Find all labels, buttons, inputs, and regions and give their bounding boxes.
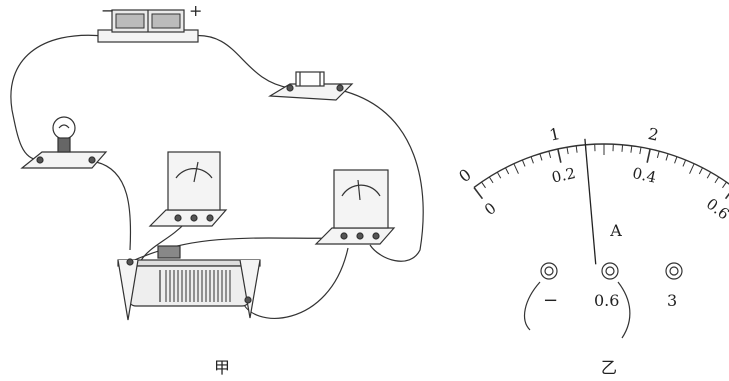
wire-battery-to-switch <box>189 34 291 89</box>
dial-tick <box>575 145 578 153</box>
dial-tick <box>714 176 720 184</box>
switch <box>268 71 354 101</box>
caption-right: 乙 <box>601 358 618 377</box>
wire-lamp-to-rheostat <box>95 161 132 251</box>
wire-switch-to-ammeter <box>339 89 424 262</box>
dial-outer-scale-label: 0 <box>455 165 475 186</box>
dial-inner-scale-label: 0.2 <box>550 164 577 187</box>
voltmeter <box>148 151 228 227</box>
wire-rheostat-to-switch-arc <box>129 237 351 263</box>
wire-rheostat-to-ammeter <box>241 247 349 319</box>
dial-tick <box>698 167 703 175</box>
dial-tick <box>557 148 562 163</box>
wire-voltmeter-to-rheostat <box>139 221 187 263</box>
wire-battery-to-lamp <box>10 34 105 161</box>
dial-tick <box>505 167 510 175</box>
dial-tick <box>521 159 526 167</box>
dial-tick <box>639 147 642 155</box>
dial-tick <box>646 148 651 163</box>
terminal-3 <box>665 262 683 280</box>
light-bulb <box>20 116 108 169</box>
terminal-label-3: 3 <box>667 291 677 310</box>
dial-tick <box>706 171 712 179</box>
terminal-label-0-6: 0.6 <box>594 291 619 310</box>
dial-inner-scale-label: 0.6 <box>703 195 729 224</box>
rheostat <box>117 245 261 321</box>
dial-outer-scale-label: 2 <box>646 124 660 145</box>
dial-tick <box>530 156 534 164</box>
dial-inner-scale-label: 0.4 <box>631 164 658 187</box>
dial-tick <box>665 153 669 161</box>
dial-tick <box>674 156 678 164</box>
terminal-negative <box>540 262 558 280</box>
dial-tick <box>539 153 543 161</box>
dial-tick <box>682 159 687 167</box>
dial-tick <box>496 171 502 179</box>
dial-scale-arc <box>473 143 729 189</box>
dial-unit-label: A <box>609 221 622 240</box>
battery: − + <box>97 1 202 43</box>
caption-left: 甲 <box>214 358 231 377</box>
lead-wire-negative <box>523 281 541 331</box>
lead-wire-0-6 <box>617 281 631 339</box>
dial-tick <box>566 147 569 155</box>
dial-tick <box>630 145 633 153</box>
dial-tick <box>689 163 695 174</box>
dial-tick <box>513 163 519 174</box>
dial-terminals: − 0.6 3 <box>523 262 683 339</box>
terminal-0-6 <box>601 262 619 280</box>
terminal-label-negative: − <box>543 290 558 311</box>
dial-tick <box>548 151 552 159</box>
dial-inner-scale-label: 0 <box>481 199 499 219</box>
dial-tick <box>473 187 484 200</box>
battery-negative-label: − <box>101 1 114 20</box>
dial-tick <box>488 176 494 184</box>
dial-tick <box>621 144 624 152</box>
dial-tick <box>722 181 727 189</box>
dial-tick <box>481 181 486 189</box>
dial-needle <box>584 138 597 265</box>
dial-outer-scale-label: 1 <box>548 124 562 145</box>
dial-tick <box>656 151 660 159</box>
battery-positive-label: + <box>189 1 202 20</box>
dial-tick <box>724 192 729 200</box>
ammeter-dial: 012300.20.40.6A <box>455 124 729 265</box>
ammeter <box>314 169 396 245</box>
